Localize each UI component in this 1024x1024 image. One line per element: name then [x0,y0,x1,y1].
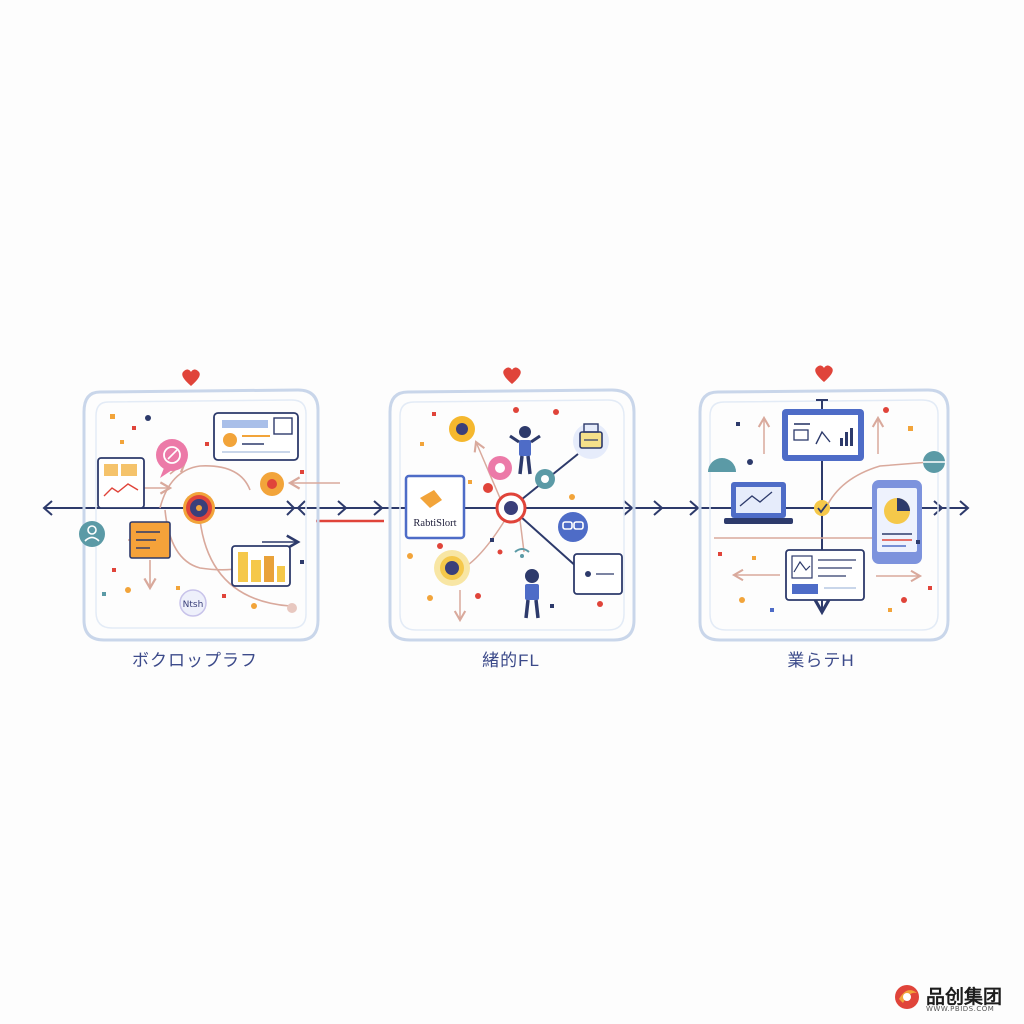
teal-node-icon [923,451,945,473]
chat-bubble-icon [156,439,188,478]
panel-2-frame [388,388,636,642]
panel-3 [698,365,950,642]
wifi-icon [514,548,530,558]
confetti-dots [718,407,932,612]
dot [483,483,493,493]
watermark-url: WWW.PBIDS.COM [926,1005,995,1013]
teal-node-icon [535,469,555,489]
bar-chart-icon [231,545,291,587]
chat-bubble-icon [488,456,512,480]
watermark: 品创集团 WWW.PBIDS.COM [890,980,1020,1016]
heart-icon [503,367,521,384]
tag-card: RabtiSlort [404,474,466,540]
panel-2: RabtiSlort [388,367,636,642]
panel-3-frame-inner [709,399,939,631]
message-card-icon [573,553,623,595]
panel-3-caption: 業らテH [787,651,855,670]
heart-icon [182,369,200,386]
panel-1-frame [82,388,320,642]
round-badge-label: Ntsh [183,600,204,610]
hub-node [183,492,215,524]
person-icon [524,569,540,619]
laptop-icon [724,482,793,524]
heart-icon [815,365,833,382]
brand-logo-icon [895,985,919,1009]
tag-card-label: RabtiSlort [413,518,456,529]
watermark-name: 品创集团 [926,986,1003,1008]
settings-gear-icon [260,472,284,496]
hub-node [495,492,527,524]
monitor-icon [782,409,864,461]
round-badge-icon: Ntsh [179,589,207,617]
settings-gear-icon [434,550,470,586]
glasses-icon [558,512,588,542]
note-icon [129,521,171,559]
panel-2-frame-inner [399,399,625,631]
confetti-dots [102,414,304,613]
person-icon [509,426,541,475]
teal-half-circle [708,458,736,472]
check-node-icon [814,500,830,516]
dashboard-card-icon [213,412,299,461]
soft-connectors-3 [714,415,931,583]
panel-1-caption: ボクロップラフ [132,651,258,670]
confetti-dots [407,407,603,608]
panel-3-frame [698,388,950,642]
shopping-cart-icon [573,423,609,459]
report-card-icon [785,549,865,601]
user-icon [79,521,105,547]
panel-1: Ntsh [79,369,340,642]
panel-1-frame-inner [95,399,307,629]
panel-2-caption: 緒的FL [482,651,540,670]
chart-card-icon [97,457,145,509]
phone-icon [872,480,922,564]
award-badge-icon [449,416,475,442]
